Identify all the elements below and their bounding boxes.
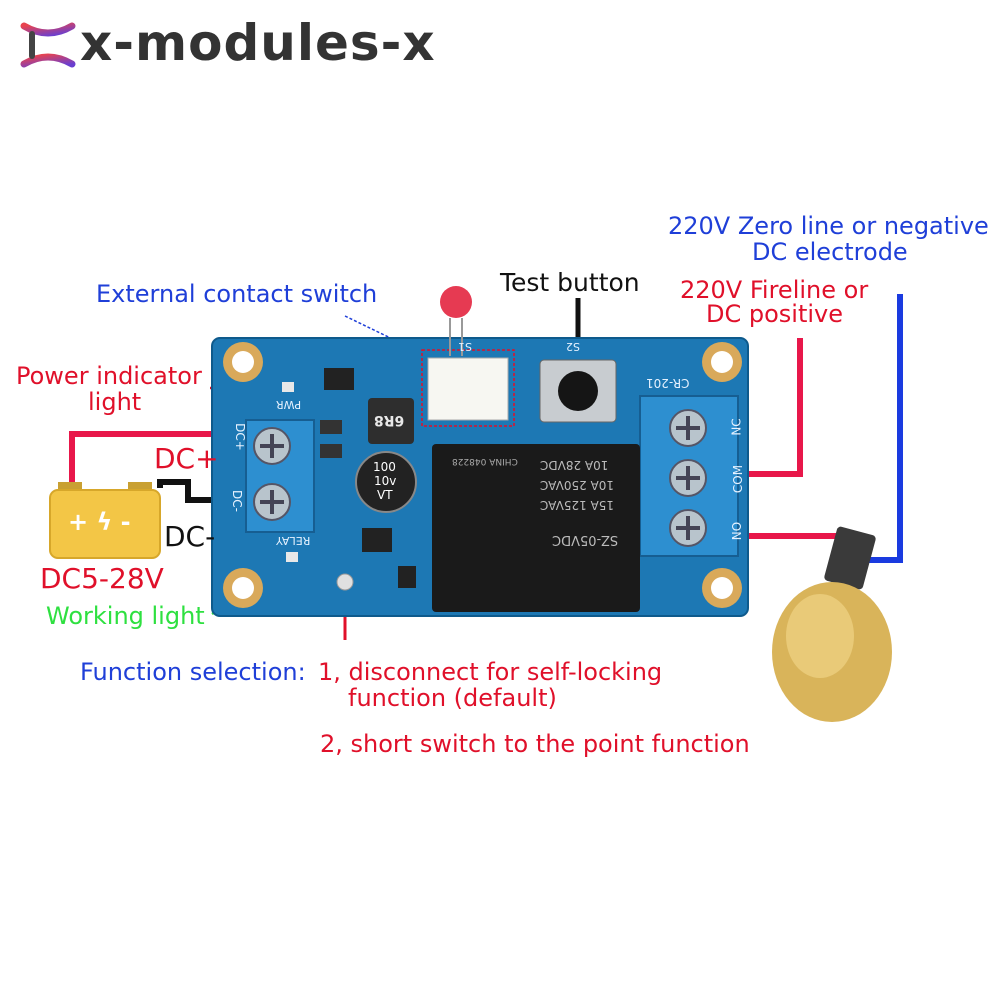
- silk-s1: S1: [458, 340, 472, 353]
- battery-symbol: + ϟ -: [68, 508, 131, 536]
- label-function-option-1a: 1, disconnect for self-locking: [318, 658, 663, 686]
- relay-cert: CHINA 048228: [452, 456, 518, 466]
- silk-model: CR-201: [646, 376, 690, 390]
- function-jumper-pad: [336, 573, 354, 591]
- silk-s2: S2: [566, 340, 580, 353]
- relay-spec-3: 10A 28VDC: [540, 458, 609, 472]
- label-dc-range: DC5-28V: [40, 562, 164, 595]
- label-dc-minus: DC-: [164, 520, 216, 553]
- light-bulb-icon: [772, 526, 892, 722]
- inductor: [368, 398, 414, 444]
- battery-icon: [49, 482, 161, 559]
- label-power-indicator-2: light: [88, 388, 142, 416]
- relay-spec-2: 10A 250VAC: [540, 478, 615, 492]
- silk-dc-minus: DC-: [229, 490, 244, 512]
- label-power-indicator-1: Power indicator: [16, 362, 202, 390]
- external-switch-probe: [440, 286, 472, 318]
- capacitor: [355, 451, 417, 513]
- wire-dc-minus: [157, 479, 224, 503]
- silk-relay: RELAY: [276, 534, 311, 547]
- silk-dc-plus: DC+: [232, 423, 247, 451]
- capacitor-marking-1: 100: [373, 460, 396, 474]
- label-function-option-1b: function (default): [348, 684, 557, 712]
- silk-pwr: PWR: [276, 398, 302, 411]
- silk-no: NO: [730, 521, 745, 541]
- silk-nc: NC: [729, 418, 744, 436]
- label-working-light: Working light: [46, 602, 205, 630]
- capacitor-marking-2: 10v: [374, 474, 397, 488]
- dc-terminal-block: [245, 419, 315, 533]
- label-dc-plus: DC+: [154, 442, 219, 475]
- label-function-option-2: 2, short switch to the point function: [320, 730, 750, 758]
- wire-zero-line: [866, 294, 903, 563]
- wire-com-fireline: [738, 338, 803, 477]
- label-zero-line-1: 220V Zero line or negative: [668, 212, 989, 240]
- silk-com: COM: [731, 464, 746, 494]
- power-led: [282, 382, 294, 392]
- label-function-selection: Function selection:: [80, 658, 306, 686]
- brand-logo-icon: [20, 22, 76, 68]
- s1-highlight-box: [421, 349, 515, 427]
- inductor-marking: 6R8: [374, 412, 405, 428]
- test-button-icon: [539, 359, 617, 423]
- relay-spec-1: 15A 125VAC: [540, 498, 615, 512]
- capacitor-marking-3: VT: [377, 488, 393, 502]
- relay-model: SZ-05VDC: [552, 532, 619, 547]
- label-zero-line-2: DC electrode: [752, 238, 908, 266]
- relay-body: [432, 444, 640, 612]
- wire-dc-plus: [69, 431, 224, 488]
- brand-name: x-modules-x: [80, 14, 436, 72]
- label-external-contact-switch: External contact switch: [96, 280, 378, 308]
- relay-terminal-block: [639, 395, 739, 557]
- mounting-holes: [223, 342, 742, 608]
- label-fireline-2: DC positive: [706, 300, 844, 328]
- label-fireline-1: 220V Fireline or: [680, 276, 869, 304]
- s1-connector: [427, 357, 509, 421]
- label-test-button: Test button: [500, 268, 640, 297]
- working-led: [286, 552, 298, 562]
